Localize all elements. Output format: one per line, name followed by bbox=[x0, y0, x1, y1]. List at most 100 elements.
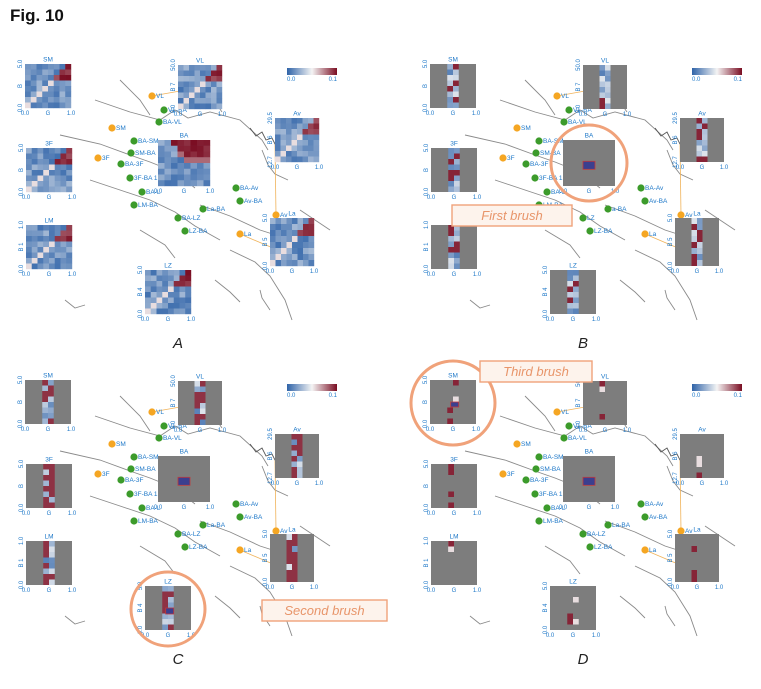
panel-D-connector bbox=[644, 549, 676, 564]
panel-B-matrix-Av-cell bbox=[696, 156, 702, 162]
panel-B-matrix-VL-cell bbox=[599, 92, 605, 98]
panel-B-map-line bbox=[499, 99, 674, 151]
panel-A-matrix-LM-cell bbox=[49, 230, 55, 237]
panel-D-node-BA-SM-label: BA-SM bbox=[543, 454, 564, 461]
panel-A-matrix-BA-cell bbox=[164, 168, 172, 175]
panel-C-matrix-La-cell bbox=[292, 540, 298, 546]
panel-C-node-3F-label: 3F bbox=[102, 471, 110, 478]
panel-A-matrix-SM-cell bbox=[42, 91, 49, 98]
panel-B-matrix-LZ-cell bbox=[567, 270, 573, 276]
panel-D-matrix-SM-xtick-min: 0.0 bbox=[426, 427, 435, 433]
panel-A-node-BA-VL-label: BA-VL bbox=[163, 119, 182, 126]
panel-A-matrix-VL-ytick-max: 50.0 bbox=[171, 59, 177, 71]
panel-D-node-LZ-BA-label: LZ-BA bbox=[594, 544, 613, 551]
panel-C-matrix-LM-cell bbox=[43, 557, 49, 563]
panel-D-matrix-VL-ytick-min: 0.0 bbox=[576, 420, 582, 429]
panel-A-legend-max: 0.1 bbox=[329, 77, 338, 83]
panel-A-matrix-BA-cell bbox=[177, 140, 185, 146]
panel-A-matrix-Av-cell bbox=[308, 129, 314, 135]
panel-A-matrix-Av-cell bbox=[275, 134, 281, 141]
panel-C-matrix-La-cell bbox=[286, 540, 292, 546]
panel-D-matrix-LZ-ytick-min: 0.0 bbox=[543, 625, 549, 634]
panel-B-node-3F-BA-label: 3F-BA 1 bbox=[539, 175, 563, 182]
panel-A-matrix-3F-cell bbox=[31, 186, 38, 193]
panel-D-node-SM bbox=[513, 440, 521, 448]
panel-A-matrix-Av-cell bbox=[302, 156, 309, 163]
panel-D-matrix-LM-ytick-mid: B 1 bbox=[424, 558, 430, 568]
panel-A-matrix-VL-cell bbox=[205, 103, 212, 110]
panel-B-matrix-VL-cell bbox=[605, 98, 611, 104]
panel-C-matrix-VL-cell bbox=[200, 386, 206, 392]
panel-B-matrix-LM-ytick-max: 1.0 bbox=[424, 220, 430, 229]
panel-A-matrix-BA-cell bbox=[171, 174, 178, 181]
panel-B-node-La-BA bbox=[604, 205, 612, 213]
panel-A-node-3F-BA bbox=[126, 174, 134, 182]
panel-C-matrix-LM-xtick-min: 0.0 bbox=[22, 588, 31, 594]
panel-A-matrix-LM-cell bbox=[31, 230, 38, 237]
panel-A-matrix-3F-cell bbox=[31, 164, 38, 171]
panel-C-matrix-Av-xtick-min: 0.0 bbox=[271, 481, 280, 487]
panel-A-matrix-VL-cell bbox=[205, 98, 212, 104]
panel-A-matrix-LZ-cell bbox=[150, 292, 157, 298]
panel-C-map-line bbox=[89, 495, 221, 557]
panel-B-node-SM-BA-label: SM-BA bbox=[540, 150, 561, 157]
panel-C-matrix-LZ-xlabel: G bbox=[166, 633, 171, 639]
panel-A-matrix-VL-cell bbox=[189, 103, 195, 110]
panel-C-matrix-Av-cell bbox=[297, 467, 303, 473]
panel-A-node-La-BA-label: La-BA bbox=[207, 206, 226, 213]
panel-A-matrix-LM-cell bbox=[43, 263, 50, 270]
panel-B-node-La-label: La bbox=[649, 231, 657, 238]
panel-B-matrix-La-cell bbox=[691, 254, 697, 260]
panel-B-matrix-3F-cell bbox=[454, 181, 460, 187]
panel-C-matrix-VL-ytick-mid: B 7 bbox=[171, 398, 177, 408]
panel-C-node-BA-SM-label: BA-SM bbox=[138, 454, 159, 461]
panel-B-matrix-Av-xlabel: G bbox=[700, 165, 705, 171]
panel-C-matrix-La-xtick-min: 0.0 bbox=[266, 585, 275, 591]
panel-A-matrix-LM-cell bbox=[49, 258, 55, 264]
panel-C-matrix-VL-cell bbox=[200, 414, 206, 420]
panel-C-matrix-SM-cell bbox=[48, 407, 54, 413]
panel-A-matrix-SM-cell bbox=[30, 75, 37, 81]
panel-A-matrix-La-cell bbox=[281, 248, 287, 255]
panel-A-matrix-3F-cell bbox=[37, 186, 44, 193]
panel-A-node-Av-label: Av bbox=[280, 212, 288, 219]
panel-B-matrix-SM-cell bbox=[447, 97, 453, 103]
panel-D-node-SM-BA-label: SM-BA bbox=[540, 466, 561, 473]
panel-A-matrix-LM-cell bbox=[54, 258, 61, 264]
panel-C-node-LM-BA bbox=[130, 517, 138, 525]
panel-A-matrix-VL-cell bbox=[211, 92, 217, 99]
panel-C-matrix-Av-ytick-max: 29.5 bbox=[268, 428, 274, 440]
panel-A-matrix-LM-cell bbox=[60, 252, 67, 259]
panel-A-matrix-La-cell bbox=[275, 230, 282, 237]
panel-A-matrix-LZ-cell bbox=[173, 292, 180, 298]
panel-D-matrix-LM-ytick-min: 0.0 bbox=[424, 580, 430, 589]
panel-C-node-VL-label: VL bbox=[156, 409, 164, 416]
panel-C-matrix-LM-xtick-max: 1.0 bbox=[68, 588, 77, 594]
panel-A-matrix-SM-xlabel: G bbox=[46, 111, 51, 117]
panel-A-matrix-LM-cell bbox=[60, 241, 67, 248]
panel-A-matrix-BA-cell bbox=[197, 151, 204, 158]
panel-A-matrix-BA-cell bbox=[164, 140, 172, 146]
panel-D-matrix-SM-brush-selection bbox=[450, 401, 460, 408]
panel-C-matrix-Av-cell bbox=[291, 434, 297, 440]
panel-A-matrix-BA-cell bbox=[171, 163, 178, 169]
panel-A-matrix-LM-ytick-max: 1.0 bbox=[19, 220, 25, 229]
panel-A-matrix-SM-cell bbox=[59, 64, 66, 70]
panel-A-matrix-VL-cell bbox=[211, 103, 217, 110]
panel-A-matrix-BA-cell bbox=[190, 157, 198, 164]
panel-A-matrix-LZ-cell bbox=[150, 303, 157, 309]
panel-A-node-SM-label: SM bbox=[116, 125, 126, 132]
panel-D-matrix-VL-label: VL bbox=[601, 374, 609, 381]
panel-A-matrix-La-cell bbox=[281, 260, 287, 267]
panel-A-matrix-LM-cell bbox=[26, 225, 32, 231]
panel-A-matrix-VL-cell bbox=[200, 81, 206, 88]
panel-A-matrix-La-cell bbox=[270, 242, 276, 249]
panel-B-matrix-La-cell bbox=[697, 260, 703, 266]
panel-A-matrix-SM-cell bbox=[30, 80, 37, 87]
panel-A-matrix-SM-cell bbox=[36, 69, 43, 76]
panel-A-matrix-SM-cell bbox=[25, 75, 31, 81]
panel-A-matrix-VL-label: VL bbox=[196, 58, 204, 65]
